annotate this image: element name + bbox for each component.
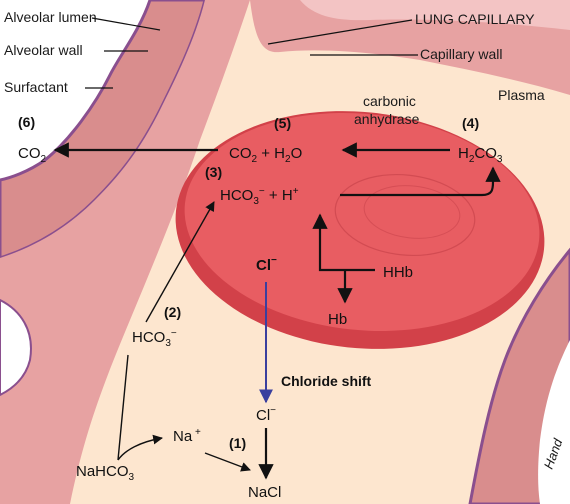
cl-plasma: Cl−	[256, 405, 276, 424]
leader-lung-capillary	[267, 19, 413, 45]
arrow-hco3-into-rbc	[145, 201, 215, 323]
plasma-label: Plasma	[498, 87, 545, 103]
anhydrase-label: anhydrase	[354, 111, 420, 127]
alveolar-wall-label: Alveolar wall	[4, 42, 83, 58]
co2-in-rbc: CO2 + H2O	[229, 145, 302, 165]
rbc-central-pallor-inner	[363, 185, 461, 239]
nahco3: NaHCO3	[76, 463, 135, 483]
step-2: (2)	[164, 304, 181, 320]
leader-alveolar-lumen	[91, 17, 161, 31]
step-5: (5)	[274, 115, 291, 131]
step-6: (6)	[18, 114, 35, 130]
line-nahco3-to-hco3	[117, 354, 129, 461]
capillary-wall-left	[0, 0, 250, 504]
alveolar-lumen-label: Alveolar lumen	[4, 9, 97, 25]
step-1: (1)	[229, 435, 246, 451]
rbc-central-pallor	[334, 173, 476, 257]
carbonic-label: carbonic	[363, 93, 416, 109]
nacl: NaCl	[248, 484, 281, 501]
capillary-wall-label: Capillary wall	[420, 46, 502, 62]
cl-in-rbc: Cl−	[256, 255, 277, 274]
hco3-plus-h: HCO3− + H+	[220, 186, 299, 207]
h2co3: H2CO3	[458, 145, 503, 165]
surfactant-label: Surfactant	[4, 79, 68, 95]
red-blood-cell	[184, 112, 540, 332]
capillary-wall-top-inner	[300, 0, 570, 30]
capillary-wall-top	[250, 0, 570, 95]
alveolar-lumen-right	[538, 340, 570, 504]
chloride-shift-label: Chloride shift	[281, 373, 372, 389]
hhb: HHb	[383, 264, 413, 281]
hco3-plasma: HCO3−	[132, 328, 177, 349]
lower-alveolar-lumen	[0, 298, 32, 397]
lung-capillary-label: LUNG CAPILLARY	[415, 11, 535, 27]
arrow-h-to-h2co3	[340, 166, 501, 197]
co2-exhaled: CO2	[18, 145, 47, 165]
arrow-hhb-release-h	[312, 213, 375, 272]
arrow-na-to-nacl	[204, 452, 251, 472]
arrow-nahco3-to-na	[117, 434, 163, 461]
hb: Hb	[328, 311, 347, 328]
step-4: (4)	[462, 115, 479, 131]
na-ion: Na +	[173, 427, 201, 445]
step-3: (3)	[205, 164, 222, 180]
alveolar-lumen-region	[0, 0, 150, 180]
